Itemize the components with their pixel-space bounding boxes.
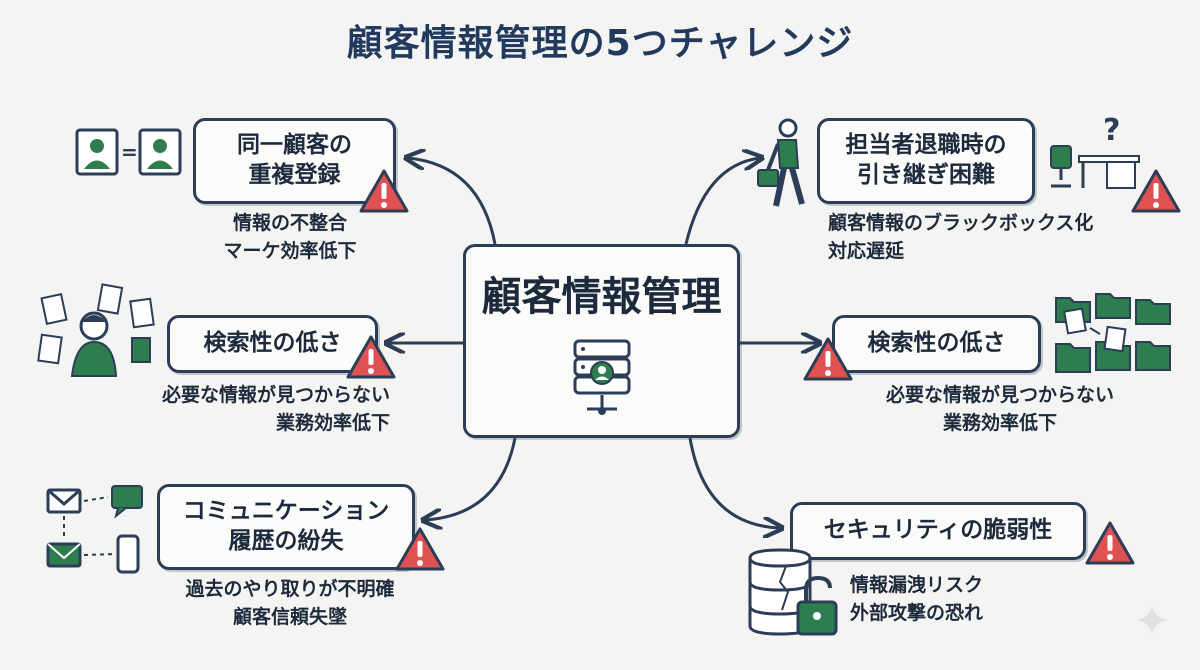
challenge-desc-security-vulnerability: 情報漏洩リスク 外部攻撃の恐れ xyxy=(850,574,984,624)
folders-documents-icon xyxy=(1055,293,1171,373)
warning-icon xyxy=(346,335,396,379)
walking-person-icon xyxy=(757,118,805,207)
challenge-desc-handover-difficulty: 顧客情報のブラックボックス化 対応遅延 xyxy=(828,212,1094,262)
challenge-title-line: 履歴の紛失 xyxy=(228,528,344,554)
connector-top-right xyxy=(684,158,760,245)
communication-channels-icon xyxy=(46,485,143,574)
challenge-desc-searchability-left: 必要な情報が見つからない 業務効率低下 xyxy=(161,384,390,434)
challenge-desc-searchability-right: 必要な情報が見つからない 業務効率低下 xyxy=(885,384,1114,434)
warning-icon xyxy=(1131,169,1181,213)
challenge-box-communication-loss: コミュニケーション 履歴の紛失 xyxy=(157,484,415,570)
challenge-title-line: 検索性の低さ xyxy=(867,330,1006,357)
challenge-box-duplicate-registration: 同一顧客の 重複登録 xyxy=(193,118,396,204)
server-unlocked-icon xyxy=(748,548,838,636)
challenge-box-searchability-left: 検索性の低さ xyxy=(167,315,378,373)
sparkle-icon xyxy=(1136,604,1168,636)
challenge-box-searchability-right: 検索性の低さ xyxy=(832,315,1041,373)
confused-person-papers-icon xyxy=(37,283,155,377)
warning-icon xyxy=(1085,521,1135,565)
duplicate-user-cards-icon: = xyxy=(75,128,182,176)
equals-sign: = xyxy=(121,140,138,164)
connector-bottom-right xyxy=(688,437,780,528)
center-box: 顧客情報管理 xyxy=(463,244,740,438)
connector-bottom-left xyxy=(425,437,517,520)
warning-icon xyxy=(359,169,409,213)
challenge-box-security-vulnerability: セキュリティの脆弱性 xyxy=(790,502,1086,560)
challenge-title-line: 検索性の低さ xyxy=(203,330,342,357)
challenge-title-line: 引き継ぎ困難 xyxy=(857,162,995,188)
empty-desk-icon: ? xyxy=(1050,113,1140,189)
challenge-title-line: 担当者退職時の xyxy=(845,132,1007,159)
challenge-title-line: 同一顧客の xyxy=(237,132,352,159)
challenge-title-line: 重複登録 xyxy=(248,162,341,188)
page-title: 顧客情報管理の5つチャレンジ xyxy=(346,23,854,64)
challenge-desc-communication-loss: 過去のやり取りが不明確 顧客信頼失墜 xyxy=(185,578,395,628)
warning-icon xyxy=(803,337,853,381)
challenge-title-line: セキュリティの脆弱性 xyxy=(823,517,1053,544)
connector-top-left xyxy=(408,158,497,245)
database-user-icon xyxy=(573,339,630,415)
challenge-desc-duplicate-registration: 情報の不整合 マーケ効率低下 xyxy=(223,212,357,262)
center-label: 顧客情報管理 xyxy=(481,274,722,320)
question-mark: ? xyxy=(1103,113,1120,148)
warning-icon xyxy=(395,527,445,571)
challenge-box-handover-difficulty: 担当者退職時の 引き継ぎ困難 xyxy=(817,118,1035,204)
challenge-title-line: コミュニケーション xyxy=(182,498,390,525)
